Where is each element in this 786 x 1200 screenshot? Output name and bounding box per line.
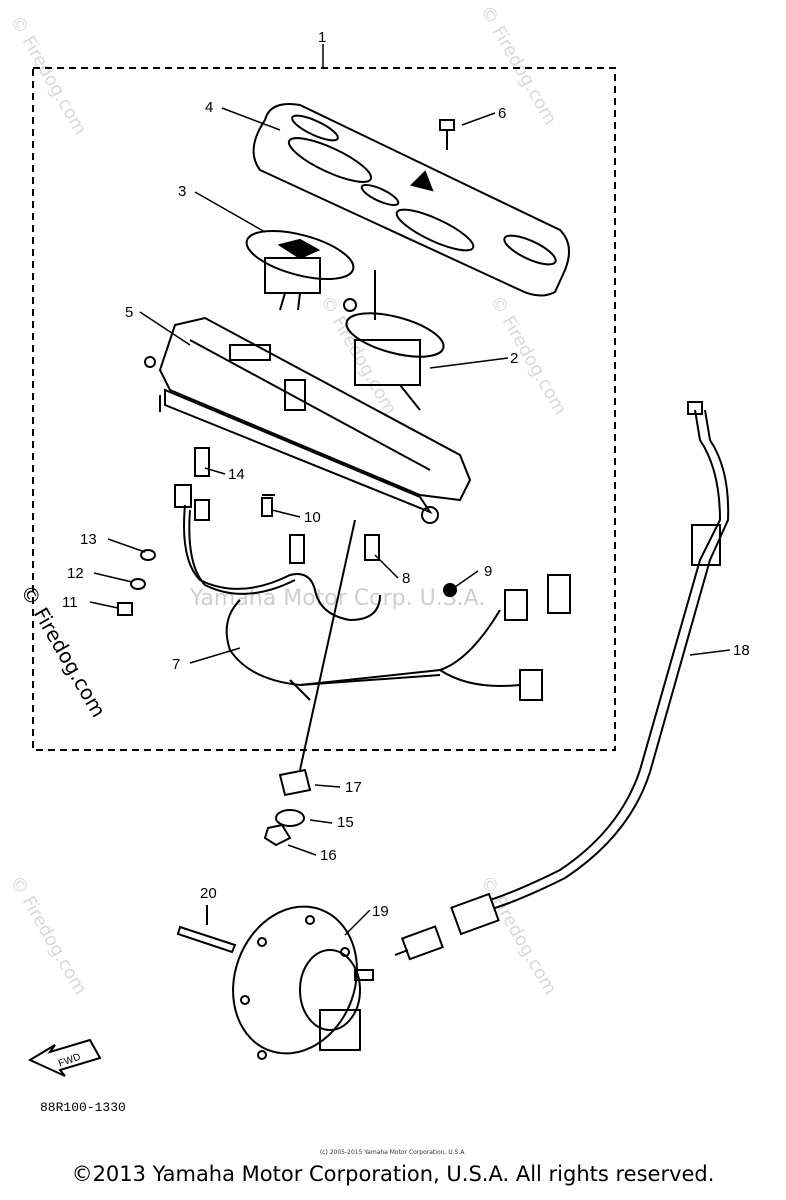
watermark: © Firedog.com	[486, 292, 571, 418]
screw-6	[410, 119, 455, 192]
washers	[117, 549, 457, 616]
watermark: © Firedog.com	[476, 872, 561, 998]
copyright-notice: ©2013 Yamaha Motor Corporation, U.S.A. A…	[71, 1162, 715, 1186]
callout-1: 1	[318, 29, 326, 46]
callout-14: 14	[228, 466, 245, 483]
grommets	[263, 519, 356, 847]
pin-20	[176, 905, 237, 954]
fwd-arrow-icon: FWD	[27, 1038, 102, 1077]
callout-labels: 1 2 3 4 5 6 7 8 9 10 11 12 13 14 15 16 1…	[62, 29, 750, 920]
watermark: © Firedog.com	[476, 2, 561, 128]
speedometer	[343, 270, 445, 411]
callout-10: 10	[304, 509, 321, 526]
meter-cover	[252, 103, 570, 297]
watermark: © Firedog.com	[6, 12, 91, 138]
callout-13: 13	[80, 531, 97, 548]
callout-20: 20	[200, 885, 217, 902]
callout-12: 12	[67, 565, 84, 582]
callout-9: 9	[484, 563, 492, 580]
leaders	[89, 107, 731, 936]
callout-2: 2	[510, 350, 518, 367]
part-code: 88R100-1330	[40, 1100, 126, 1115]
tachometer	[245, 230, 355, 311]
callout-18: 18	[733, 642, 750, 659]
watermark-layer: © Firedog.com © Firedog.com © Firedog.co…	[6, 2, 571, 998]
callout-17: 17	[345, 779, 362, 796]
callout-8: 8	[402, 570, 410, 587]
callout-4: 4	[205, 99, 213, 116]
callout-16: 16	[320, 847, 337, 864]
callout-19: 19	[372, 903, 389, 920]
wire-harness	[174, 447, 571, 701]
callout-3: 3	[178, 183, 186, 200]
meter-case	[144, 316, 472, 524]
speedometer-cable	[394, 401, 730, 961]
assembly-boundary	[32, 67, 616, 751]
callout-6: 6	[498, 105, 506, 122]
callout-11: 11	[62, 594, 78, 611]
callout-15: 15	[337, 814, 354, 831]
callout-5: 5	[125, 304, 133, 321]
watermark: © Firedog.com	[6, 872, 91, 998]
callout-7: 7	[172, 656, 180, 673]
gear-unit	[232, 905, 374, 1060]
small-copyright: (c) 2005-2015 Yamaha Motor Corporation, …	[319, 1149, 467, 1156]
